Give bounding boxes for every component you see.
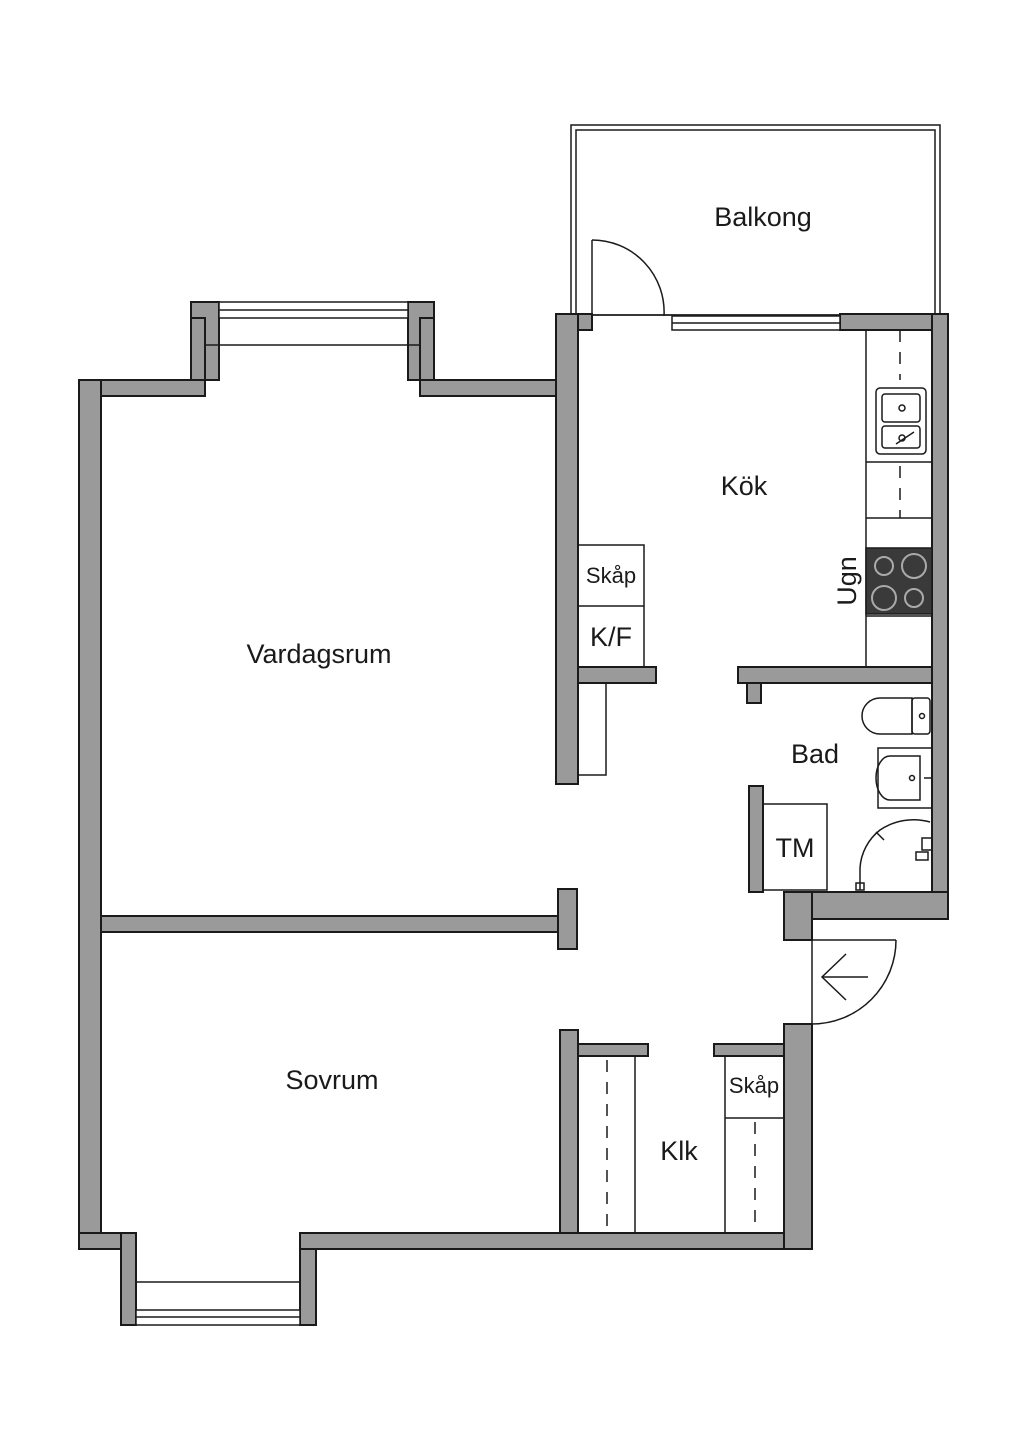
washing-machine (762, 803, 828, 891)
balcony (570, 124, 941, 316)
label-kf: K/F (590, 622, 632, 652)
stove-icon (865, 547, 933, 615)
entrance-arrow-icon (820, 953, 868, 1001)
hall-closet-right (724, 1055, 785, 1234)
sink-icon (875, 387, 927, 455)
toilet-icon (861, 697, 931, 735)
room-label-balkong: Balkong (714, 202, 812, 232)
washbasin-icon (875, 747, 933, 809)
label-skap-hall: Skåp (729, 1073, 779, 1098)
room-label-sovrum: Sovrum (285, 1065, 378, 1095)
kitchen-counter (865, 330, 932, 667)
entrance-door[interactable] (811, 939, 897, 1025)
room-label-bad: Bad (791, 739, 839, 769)
room-label-kok: Kök (721, 471, 768, 501)
balcony-door[interactable] (591, 239, 665, 317)
hall-closet-left (606, 1056, 636, 1233)
shower-icon (855, 818, 933, 891)
label-ugn: Ugn (832, 556, 862, 606)
room-label-klk: Klk (660, 1136, 698, 1166)
label-skap-kitchen: Skåp (586, 563, 636, 588)
room-label-vardagsrum: Vardagsrum (246, 639, 391, 669)
kitchen-cabinets (577, 544, 645, 776)
exterior-walls (78, 301, 949, 1326)
label-tm: TM (776, 833, 815, 863)
